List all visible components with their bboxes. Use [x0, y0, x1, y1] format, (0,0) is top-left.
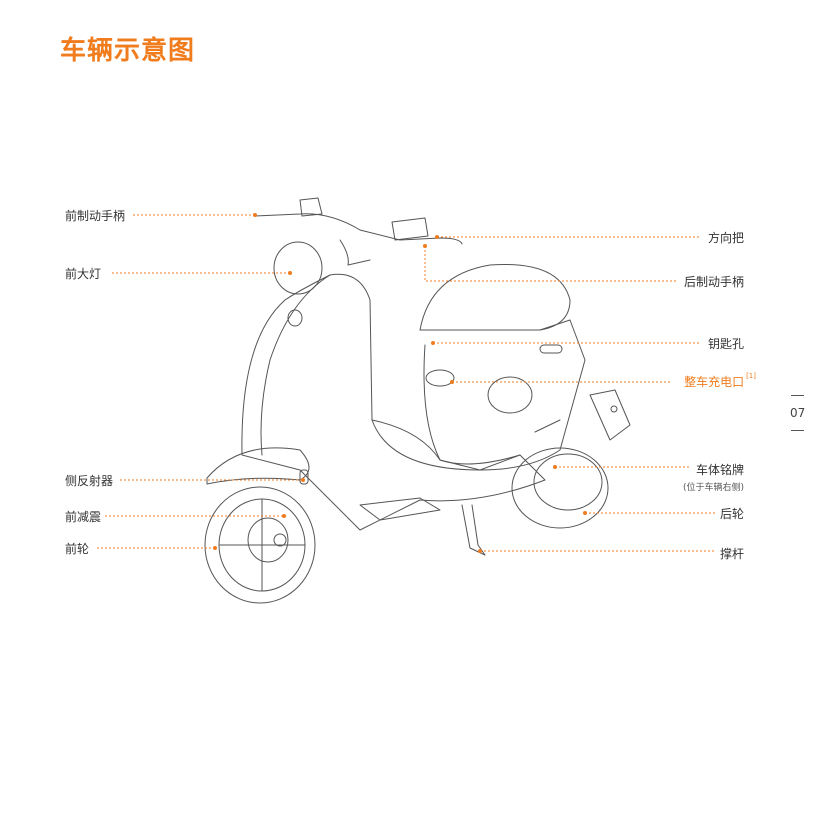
label-headlight: 前大灯 [65, 267, 102, 281]
label-nameplate: 车体铭牌 [695, 463, 744, 477]
page-number-rule-top [791, 395, 804, 396]
charging-port-footnote: [1] [746, 372, 756, 380]
label-key-hole: 钥匙孔 [707, 337, 744, 351]
front-wheel-tire [204, 486, 316, 604]
brake-disc [247, 517, 289, 563]
label-rear-brake: 后制动手柄 [683, 275, 744, 289]
headlight-shape [273, 241, 323, 295]
charging-port-text: 整车充电口 [684, 375, 745, 389]
leader-rear-brake [424, 246, 676, 282]
page-title: 车辆示意图 [60, 36, 196, 66]
scooter-illustration [204, 197, 631, 604]
leader-dots [213, 213, 587, 553]
label-front-brake: 前制动手柄 [65, 209, 126, 223]
front-fender [206, 447, 310, 485]
label-kickstand: 撑杆 [719, 547, 744, 561]
label-front-wheel: 前轮 [65, 542, 90, 556]
page-number-rule-bottom [791, 430, 804, 431]
label-front-shock: 前减震 [65, 510, 102, 524]
label-reflector: 侧反射器 [65, 474, 114, 488]
seat [419, 263, 571, 331]
rear-wheel-tire [511, 447, 609, 529]
label-charging-port: 整车充电口[1] [684, 372, 756, 390]
page-number: 07 [790, 406, 806, 420]
label-handlebar: 方向把 [707, 231, 744, 245]
label-rear-wheel: 后轮 [719, 507, 744, 521]
body-frame [241, 273, 546, 531]
label-nameplate-note: (位于车辆右侧) [682, 483, 744, 493]
leader-lines [97, 214, 716, 552]
